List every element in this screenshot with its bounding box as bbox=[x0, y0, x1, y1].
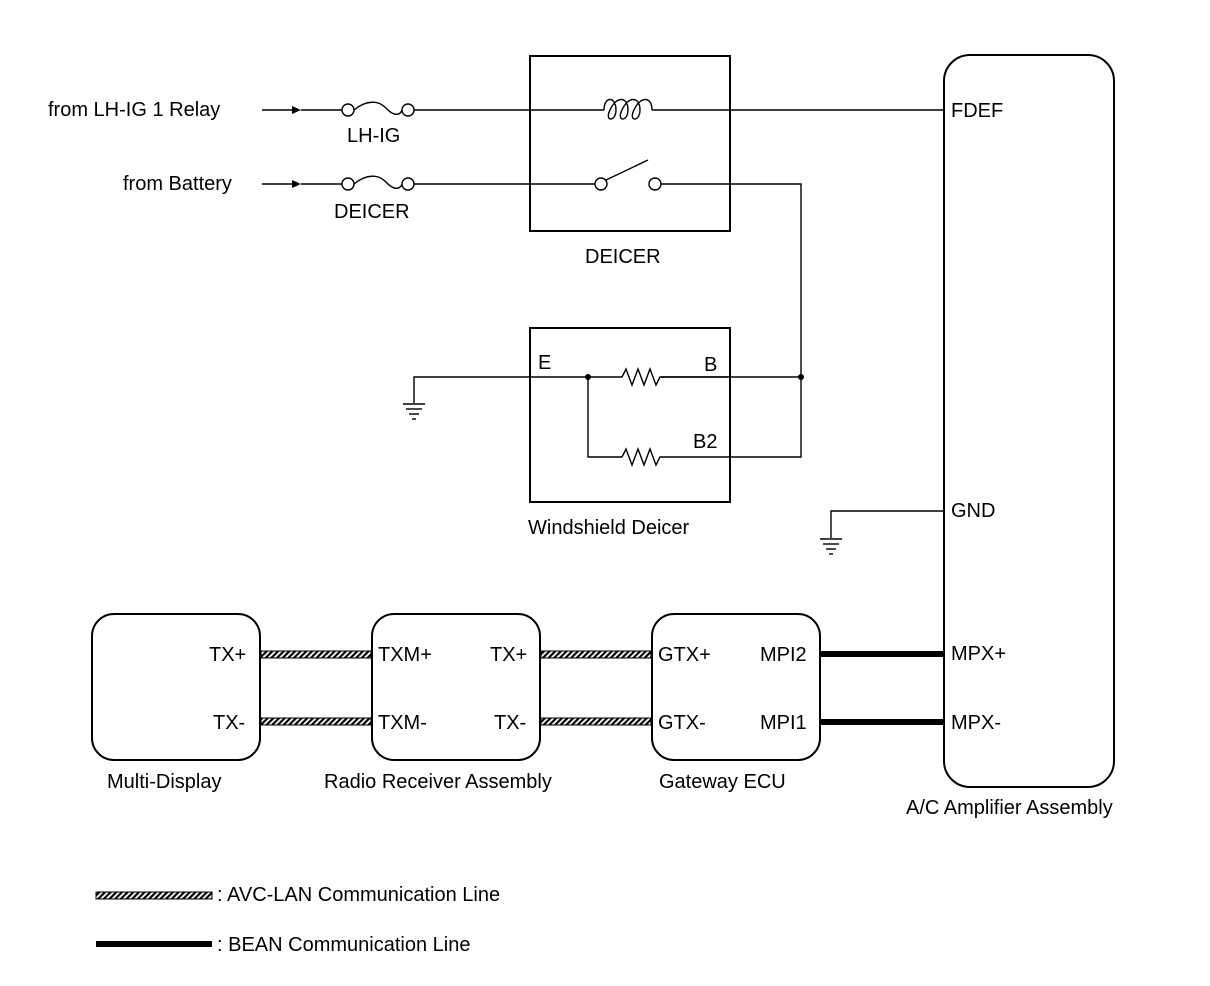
e-ground-wire bbox=[413, 376, 588, 403]
terminal-b-label: B bbox=[704, 354, 717, 376]
legend-avc-lan-label: : AVC-LAN Communication Line bbox=[217, 884, 500, 906]
radio-txm-plus-label: TXM+ bbox=[378, 644, 432, 666]
legend-avc-lan-swatch bbox=[95, 891, 213, 900]
radio-receiver-label: Radio Receiver Assembly bbox=[324, 771, 552, 793]
radio-receiver-box bbox=[371, 613, 541, 761]
relay-output-wire bbox=[661, 183, 802, 458]
terminal-b2-label: B2 bbox=[693, 431, 717, 453]
legend-bean-label: : BEAN Communication Line bbox=[217, 934, 470, 956]
ground-icon bbox=[403, 403, 425, 420]
b2-return-wire bbox=[587, 377, 622, 458]
gnd-wire bbox=[830, 510, 944, 538]
gnd-terminal-label: GND bbox=[951, 500, 995, 522]
fdef-terminal-label: FDEF bbox=[951, 100, 1003, 122]
radio-tx-minus-label: TX- bbox=[494, 712, 526, 734]
multi-display-box bbox=[91, 613, 261, 761]
multi-display-tx-minus-label: TX- bbox=[213, 712, 245, 734]
b-junction-dot bbox=[798, 374, 804, 380]
radio-txm-minus-label: TXM- bbox=[378, 712, 427, 734]
relay-switch-icon bbox=[594, 159, 662, 191]
gateway-ecu-label: Gateway ECU bbox=[659, 771, 786, 793]
deicer-fuse-icon bbox=[341, 175, 415, 191]
deicer-relay-label: DEICER bbox=[585, 246, 661, 268]
lh-ig-fuse-icon bbox=[341, 101, 415, 117]
heater-resistor-b2-icon bbox=[621, 447, 728, 467]
gateway-gtx-plus-label: GTX+ bbox=[658, 644, 711, 666]
windshield-deicer-label: Windshield Deicer bbox=[528, 517, 690, 539]
gateway-ecu-box bbox=[651, 613, 821, 761]
ground-icon bbox=[820, 538, 842, 555]
ac-amplifier-box bbox=[943, 54, 1115, 788]
radio-tx-plus-label: TX+ bbox=[490, 644, 527, 666]
ac-amplifier-label: A/C Amplifier Assembly bbox=[906, 797, 1113, 819]
deicer-fuse-label: DEICER bbox=[334, 201, 410, 223]
relay-coil-icon bbox=[603, 98, 653, 120]
gateway-gtx-minus-label: GTX- bbox=[658, 712, 706, 734]
avc-lan-line-tx-plus-1 bbox=[260, 650, 372, 659]
battery-arrow-icon bbox=[262, 180, 342, 188]
avc-lan-line-tx-minus-2 bbox=[540, 717, 652, 726]
lh-ig-fuse-label: LH-IG bbox=[347, 125, 400, 147]
mpx-minus-terminal-label: MPX- bbox=[951, 712, 1001, 734]
battery-source-label: from Battery bbox=[123, 173, 232, 195]
windshield-deicer-box bbox=[529, 327, 731, 503]
mpx-plus-terminal-label: MPX+ bbox=[951, 643, 1006, 665]
multi-display-tx-plus-label: TX+ bbox=[209, 644, 246, 666]
gateway-mpi2-label: MPI2 bbox=[760, 644, 807, 666]
lh-ig-relay-source-label: from LH-IG 1 Relay bbox=[48, 99, 220, 121]
lh-ig-arrow-icon bbox=[262, 106, 342, 114]
gateway-mpi1-label: MPI1 bbox=[760, 712, 807, 734]
heater-resistor-b-icon bbox=[588, 367, 728, 387]
multi-display-label: Multi-Display bbox=[107, 771, 221, 793]
avc-lan-line-tx-plus-2 bbox=[540, 650, 652, 659]
terminal-e-label: E bbox=[538, 352, 551, 374]
deicer-relay-box bbox=[529, 55, 731, 232]
avc-lan-line-tx-minus-1 bbox=[260, 717, 372, 726]
